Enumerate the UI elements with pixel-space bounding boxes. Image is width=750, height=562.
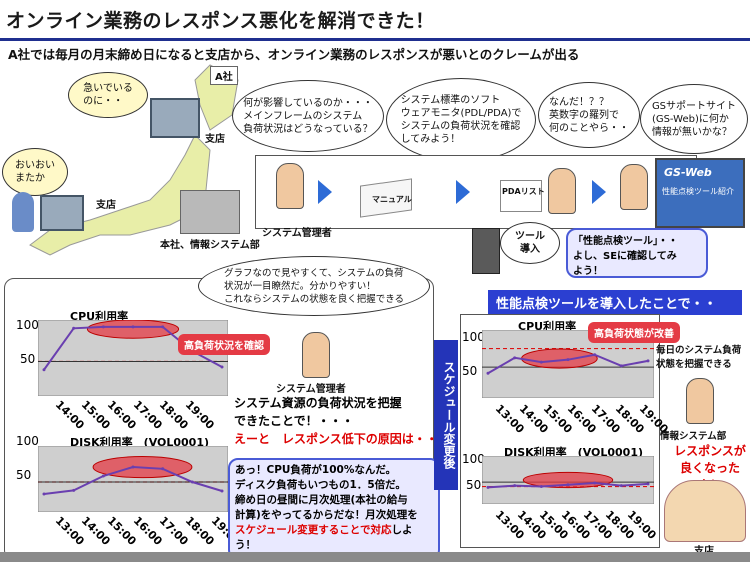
found-text-2: できたことで！・・・ xyxy=(234,414,354,428)
gsweb-caption: 性能点検ツール紹介 xyxy=(662,187,734,196)
person-icon xyxy=(686,378,714,424)
data-point xyxy=(220,365,224,369)
building-icon xyxy=(180,190,240,234)
decision-box: 「性能点検ツール」・・ よし、SEに確認してみ よう！ xyxy=(566,228,708,278)
schedule-change-strip: スケジュール変更後 xyxy=(434,340,458,490)
sysadmin-person-icon xyxy=(302,332,330,378)
explanation-line: ディスク負荷もいつもの1．5倍だ。 xyxy=(235,479,406,491)
highlight-ellipse xyxy=(86,320,180,339)
data-point xyxy=(539,485,543,489)
explanation-red: スケジュール変更することで対応 xyxy=(235,524,392,536)
explanation-tail: しよう！ xyxy=(235,524,413,551)
ytick-50: 50 xyxy=(16,468,32,482)
pda-list-icon xyxy=(500,180,542,212)
person-icon xyxy=(548,168,576,214)
cause-text: えーと レスポンス低下の原因は・・ xyxy=(234,432,438,446)
data-point xyxy=(486,371,490,375)
ytick-100: 100 xyxy=(462,330,485,344)
bubble-question-mainframe: 何が影響しているのか・・・ メインフレームのシステム 負荷状況はどうなっている？ xyxy=(232,80,384,152)
footer-bar xyxy=(0,552,750,562)
data-point xyxy=(646,482,650,486)
data-point xyxy=(101,325,105,329)
bubble-graph-easy: グラフなので見やすくて、システムの負荷 状況が一目瞭然だ。分かりやすい！ これな… xyxy=(198,256,430,316)
ytick-50: 50 xyxy=(20,352,36,366)
data-point xyxy=(513,484,517,488)
highlight-ellipse xyxy=(521,348,598,369)
improved-label: 高負荷状態が改善 xyxy=(588,322,680,343)
ytick-50: 50 xyxy=(462,364,478,378)
data-point xyxy=(566,483,570,487)
gsweb-monitor-icon xyxy=(655,158,745,228)
disk-chart-before xyxy=(38,446,228,512)
explanation-line: 計算)をやってるからだな！月次処理を xyxy=(235,509,418,521)
data-point xyxy=(190,480,194,484)
server-icon xyxy=(472,228,500,274)
page-subtitle: A社では毎月の月末締め日になると支店から、オンライン業務のレスポンスが悪いとのク… xyxy=(8,47,580,62)
data-point xyxy=(101,474,105,478)
sysadmin-person-icon xyxy=(276,163,304,209)
data-point xyxy=(486,485,490,489)
data-point xyxy=(539,360,543,364)
data-point xyxy=(513,356,517,360)
pda-label: PDAリスト xyxy=(502,187,545,196)
tool-intro-bubble: ツール 導入 xyxy=(500,222,560,264)
company-label: A社 xyxy=(210,66,238,85)
arrow-right-icon xyxy=(456,180,470,204)
branch-label-1: 支店 xyxy=(205,134,225,145)
gsweb-title: GS-Web xyxy=(664,166,712,179)
chart-background xyxy=(38,446,228,512)
explanation-line: 締め日の昼間に月次処理(本社の給与 xyxy=(235,494,408,506)
explanation-line: あっ！CPU負荷が100%なんだ。 xyxy=(235,464,397,476)
computer-icon xyxy=(150,98,200,138)
ytick-100: 100 xyxy=(16,434,39,448)
sysadmin-label-top: システム管理者 xyxy=(262,228,332,239)
person-icon xyxy=(12,192,34,232)
bubble-confused: なんだ！？？ 英数字の羅列で 何のことやら・・ xyxy=(538,82,640,148)
data-point xyxy=(42,368,46,372)
disk-chart-after xyxy=(482,456,654,504)
data-point xyxy=(72,326,76,330)
data-point xyxy=(161,325,165,329)
bubble-busy: 急いでいる のに・・ xyxy=(68,72,148,118)
daily-text: 毎日のシステム負荷 状態を把握できる xyxy=(656,345,742,370)
ytick-100: 100 xyxy=(462,452,485,466)
data-point xyxy=(42,492,46,496)
data-point xyxy=(593,353,597,357)
arrow-right-icon xyxy=(592,180,606,204)
ytick-50: 50 xyxy=(466,478,482,492)
computer-icon xyxy=(40,195,84,231)
arrow-right-icon xyxy=(318,180,332,204)
data-point xyxy=(619,364,623,368)
data-point xyxy=(619,484,623,488)
found-text-1: システム資源の負荷状況を把握 xyxy=(234,396,402,410)
data-point xyxy=(220,489,224,493)
ytick-100: 100 xyxy=(16,318,39,332)
after-banner: 性能点検ツールを導入したことで・・ xyxy=(488,290,742,315)
high-load-label: 高負荷状況を確認 xyxy=(178,334,270,355)
bubble-check-monitor: システム標準のソフト ウェアモニタ(PDL/PDA)で システムの負荷状況を確認… xyxy=(386,78,536,162)
sysadmin-label-bottom: システム管理者 xyxy=(276,384,346,395)
data-point xyxy=(566,358,570,362)
cpu-chart-before xyxy=(38,320,228,396)
hq-label: 本社、情報システム部 xyxy=(160,240,260,251)
title-rule xyxy=(0,38,750,41)
data-point xyxy=(131,325,135,329)
data-point xyxy=(593,481,597,485)
page-title: オンライン業務のレスポンス悪化を解消できた！ xyxy=(6,10,435,32)
data-point xyxy=(161,467,165,471)
data-point xyxy=(646,359,650,363)
branch-label-after: 支店 xyxy=(694,542,714,557)
bubble-gsweb-info: GSサポートサイト (GS-Web)に何か 情報が無いかな？ xyxy=(640,84,748,154)
bubble-again: おいおい またか xyxy=(2,148,68,196)
data-point xyxy=(72,488,76,492)
manual-label: マニュアル xyxy=(372,195,412,204)
explanation-line: スケジュール変更することで対応しよう！ xyxy=(235,523,433,553)
branch-label-2: 支店 xyxy=(96,200,116,211)
explanation-box: あっ！CPU負荷が100%なんだ。 ディスク負荷もいつもの1．5倍だ。 締め日の… xyxy=(228,458,440,560)
happy-people-icon xyxy=(664,480,746,542)
dept-label: 情報システム部 xyxy=(660,431,727,442)
person-icon xyxy=(620,164,648,210)
data-point xyxy=(131,465,135,469)
